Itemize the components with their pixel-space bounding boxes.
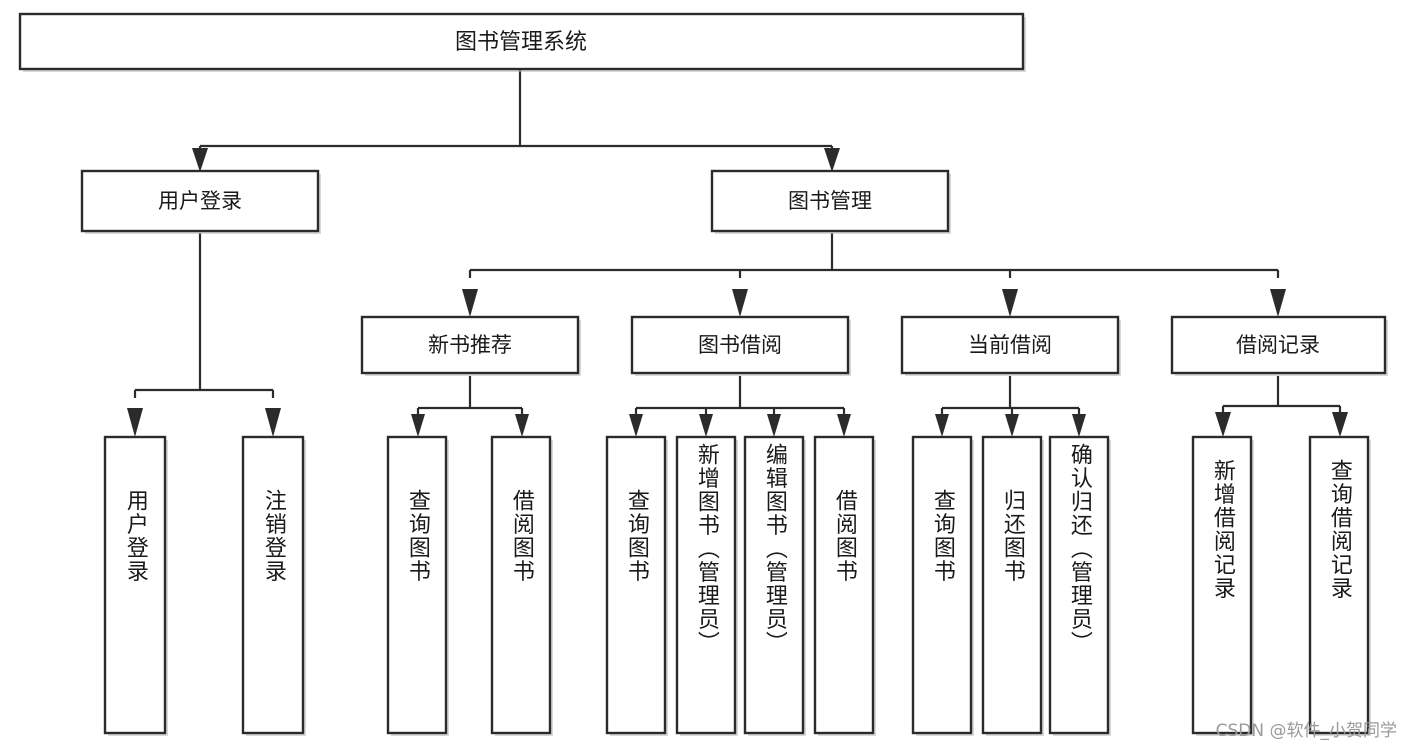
arrow-head-leaf-user-login	[127, 408, 143, 437]
arrow-head-current-return	[1005, 414, 1019, 437]
node-root-box[interactable]	[18, 12, 1025, 71]
arrow-head-borrow-edit	[767, 414, 781, 437]
node-borrow-records[interactable]: 借阅记录	[1170, 315, 1388, 376]
leaf-box-records-add[interactable]	[1191, 435, 1253, 735]
node-book-management-label: 图书管理	[788, 189, 872, 213]
node-borrow-records-label: 借阅记录	[1236, 333, 1320, 357]
arrow-head-current-query	[935, 414, 949, 437]
node-root-label: 图书管理系统	[455, 30, 587, 55]
leaf-box-current-return-book[interactable]	[981, 435, 1043, 735]
leaf-box-borrow-add-book[interactable]	[675, 435, 737, 735]
node-user-login-box[interactable]	[80, 169, 320, 233]
node-new-book-recommend[interactable]: 新书推荐	[360, 315, 581, 376]
leaf-box-borrow-query-book[interactable]	[605, 435, 667, 735]
node-book-borrow[interactable]: 图书借阅	[630, 315, 851, 376]
leaf-box-recommend-query-book[interactable]	[386, 435, 448, 735]
leaf-new-book-recommend-group	[386, 435, 553, 736]
arrow-head-borrow-query	[629, 414, 643, 437]
leaf-borrow-records-group	[1191, 435, 1371, 736]
arrow-head-borrow-add	[699, 414, 713, 437]
node-current-borrow[interactable]: 当前借阅	[900, 315, 1121, 376]
leaf-box-current-query-book[interactable]	[911, 435, 973, 735]
arrow-head-records-query	[1332, 412, 1348, 437]
leaf-user-login-group	[103, 435, 306, 736]
node-new-book-recommend-label: 新书推荐	[428, 333, 512, 357]
arrow-head-new-book-recommend	[462, 289, 478, 317]
arrow-head-book-management	[824, 148, 840, 172]
node-book-management[interactable]: 图书管理	[710, 169, 951, 234]
node-book-borrow-box[interactable]	[630, 315, 850, 375]
leaf-box-logout[interactable]	[241, 435, 305, 735]
leaf-box-borrow-lend-book[interactable]	[813, 435, 875, 735]
arrow-head-borrow-records	[1270, 289, 1286, 317]
leaf-box-records-query[interactable]	[1308, 435, 1370, 735]
arrow-head-leaf-logout	[265, 408, 281, 437]
node-book-management-box[interactable]	[710, 169, 950, 233]
leaf-box-recommend-borrow-book[interactable]	[490, 435, 552, 735]
leaf-box-user-login[interactable]	[103, 435, 167, 735]
node-borrow-records-box[interactable]	[1170, 315, 1387, 375]
arrow-head-current-confirm	[1072, 414, 1086, 437]
node-current-borrow-label: 当前借阅	[968, 333, 1052, 357]
leaf-box-borrow-edit-book[interactable]	[743, 435, 805, 735]
node-book-borrow-label: 图书借阅	[698, 333, 782, 357]
node-current-borrow-box[interactable]	[900, 315, 1120, 375]
arrow-head-recommend-query	[411, 414, 425, 437]
leaf-box-current-confirm-return[interactable]	[1048, 435, 1110, 735]
arrow-head-current-borrow	[1002, 289, 1018, 317]
arrow-head-records-add	[1215, 412, 1231, 437]
leaf-current-borrow-group	[911, 435, 1111, 736]
connector-layer	[127, 70, 1348, 437]
node-user-login[interactable]: 用户登录	[80, 169, 321, 234]
node-user-login-label: 用户登录	[158, 189, 242, 213]
arrow-head-recommend-borrow	[515, 414, 529, 437]
node-new-book-recommend-box[interactable]	[360, 315, 580, 375]
leaf-book-borrow-group	[605, 435, 876, 736]
arrow-head-borrow-lend	[837, 414, 851, 437]
arrow-head-book-borrow	[732, 289, 748, 317]
arrow-head-user-login	[192, 148, 208, 172]
node-root[interactable]: 图书管理系统	[18, 12, 1026, 72]
